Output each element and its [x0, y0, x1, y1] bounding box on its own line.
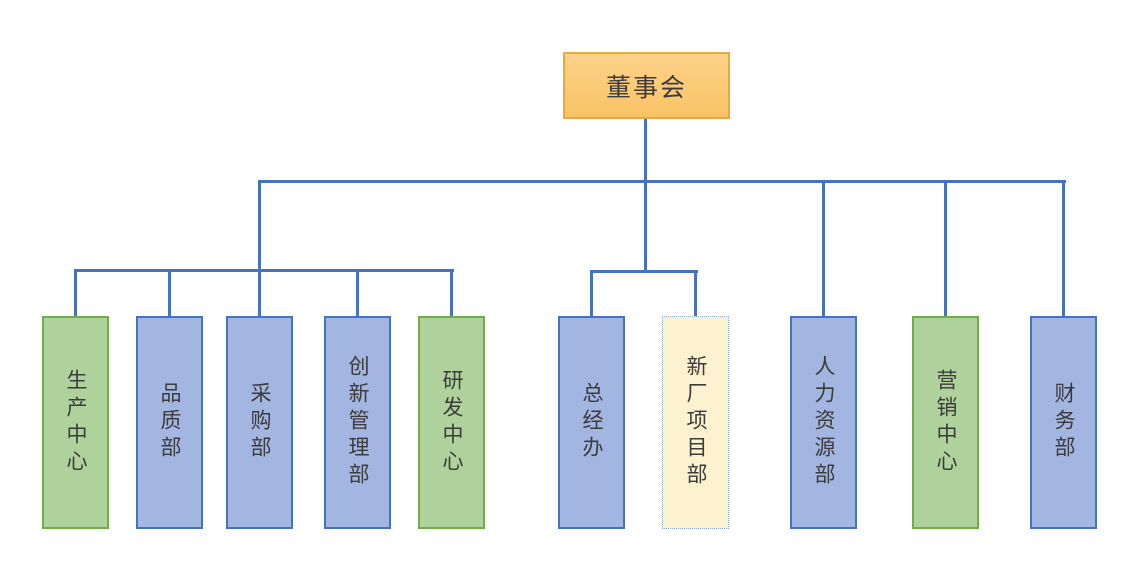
connector-line [74, 271, 77, 317]
dept-box: 采购部 [226, 316, 293, 529]
connector-line [450, 271, 453, 317]
dept-label: 营销中心 [934, 368, 957, 477]
dept-box: 生产中心 [42, 316, 109, 529]
root-box: 董事会 [563, 52, 730, 119]
dept-box: 研发中心 [418, 316, 485, 529]
connector-line [168, 271, 171, 317]
dept-box: 新厂项目部 [662, 316, 729, 529]
dept-box: 品质部 [136, 316, 203, 529]
connector-line [258, 271, 261, 317]
connector-line [694, 271, 697, 318]
connector-line [944, 182, 947, 317]
connector-line [590, 271, 593, 318]
dept-box: 创新管理部 [324, 316, 391, 529]
dept-box: 总经办 [558, 316, 625, 529]
left-bus-line [74, 269, 454, 272]
dept-label: 品质部 [158, 382, 181, 463]
dept-label: 生产中心 [64, 368, 87, 477]
connector-line [356, 271, 359, 317]
connector-line [1062, 182, 1065, 317]
dept-label: 研发中心 [440, 368, 463, 477]
dept-label: 总经办 [580, 382, 603, 463]
root-label: 董事会 [605, 73, 687, 102]
dept-label: 创新管理部 [346, 355, 369, 490]
top-bus-line [258, 180, 1066, 183]
dept-label: 采购部 [248, 382, 271, 463]
dept-box: 财务部 [1030, 316, 1097, 529]
dept-box: 营销中心 [912, 316, 979, 529]
dept-label: 新厂项目部 [684, 355, 707, 490]
left-branch-line [258, 181, 261, 272]
center-bus-line [590, 270, 698, 273]
dept-label: 人力资源部 [812, 355, 835, 490]
dept-label: 财务部 [1052, 382, 1075, 463]
connector-line [822, 182, 825, 317]
root-connector-line [644, 119, 647, 273]
dept-box: 人力资源部 [790, 316, 857, 529]
